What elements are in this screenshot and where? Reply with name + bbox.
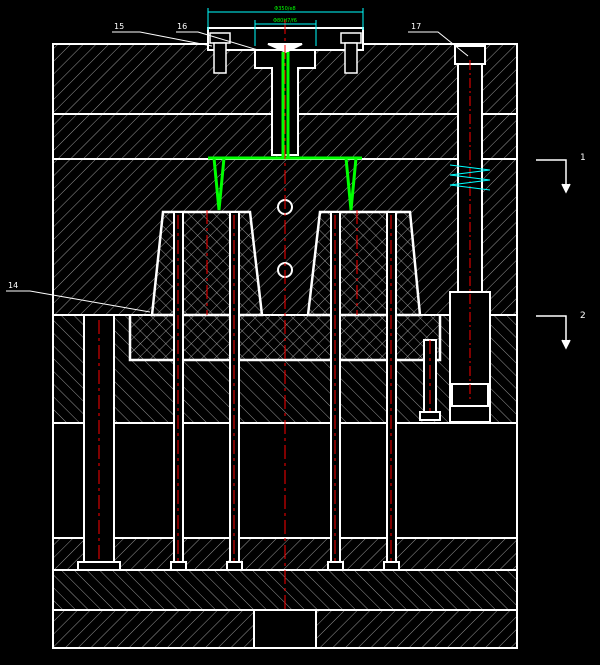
pin-head bbox=[226, 561, 243, 571]
ejector-rod-hole bbox=[253, 609, 317, 649]
pin-head bbox=[170, 561, 187, 571]
dim-sprue-label: Φ80H7/f6 bbox=[273, 18, 297, 24]
section-label-1: 1 bbox=[580, 153, 586, 163]
centerlines bbox=[98, 20, 431, 648]
spring-icon bbox=[449, 164, 491, 191]
screws bbox=[209, 32, 362, 74]
section-label-2: 2 bbox=[580, 311, 586, 321]
pin-head bbox=[327, 561, 344, 571]
leader-17 bbox=[408, 31, 469, 57]
callout-15: 15 bbox=[114, 22, 124, 31]
screw-left-shank bbox=[213, 42, 227, 74]
screw-left-head bbox=[209, 32, 231, 44]
dim-top-label: Φ350/e8 bbox=[274, 6, 295, 12]
leader-16 bbox=[176, 31, 259, 51]
right-gate bbox=[344, 157, 358, 211]
section-marker-1 bbox=[536, 159, 571, 194]
right-cavity bbox=[306, 210, 422, 317]
screw-right-head bbox=[340, 32, 362, 44]
leader-15 bbox=[112, 31, 213, 47]
callout-16: 16 bbox=[177, 22, 187, 31]
limit-bolt bbox=[449, 45, 491, 423]
leaders bbox=[6, 31, 469, 313]
sprue-channel bbox=[281, 52, 290, 158]
section-marker-2 bbox=[536, 315, 571, 350]
left-gate bbox=[212, 157, 226, 211]
pin-head bbox=[383, 561, 400, 571]
dimension-lines bbox=[207, 8, 364, 46]
screw-right-shank bbox=[344, 42, 358, 74]
guide-pin-head bbox=[77, 561, 121, 571]
callout-17: 17 bbox=[411, 22, 421, 31]
leader-14 bbox=[6, 290, 151, 313]
puller-pin-head bbox=[419, 411, 441, 421]
core-insert bbox=[128, 315, 442, 362]
callout-14: 14 bbox=[8, 281, 18, 290]
